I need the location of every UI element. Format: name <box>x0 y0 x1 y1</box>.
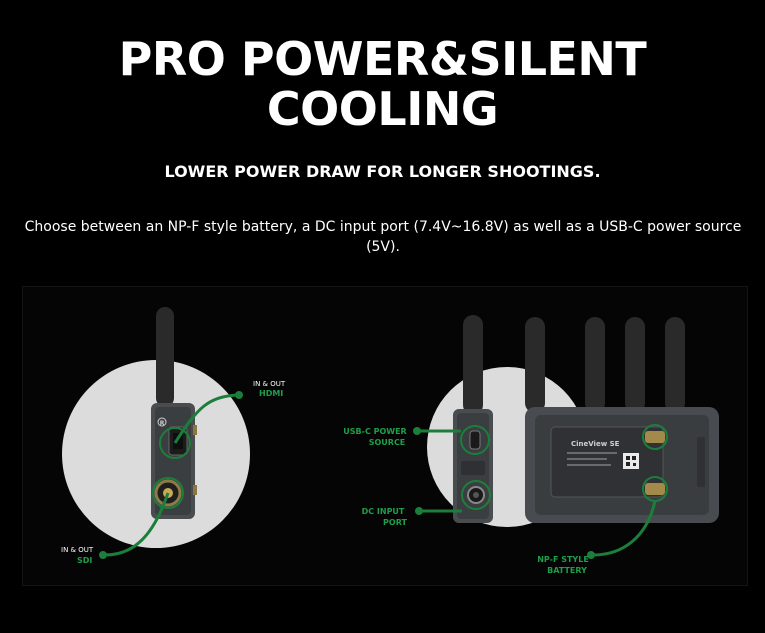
description-line-1: Choose between an NP-F style battery, a … <box>24 219 742 235</box>
hdmi-callout-line <box>173 393 238 444</box>
battery-highlight-ring-top <box>642 424 668 450</box>
qr-block-2 <box>632 456 636 460</box>
hdmi-highlight-ring <box>159 427 191 459</box>
receiver-antenna-4 <box>665 317 685 413</box>
receiver-antenna-1 <box>525 317 545 413</box>
usbc-callout-line-1: USB-C POWER <box>343 427 406 436</box>
receiver-antenna-3 <box>625 317 645 413</box>
sdi-callout-label: SDI <box>77 556 92 565</box>
receiver-antenna-2 <box>585 317 605 413</box>
battery-plate-latch-bottom <box>645 483 665 495</box>
hdmi-callout-dot <box>235 391 243 399</box>
page-subheadline: LOWER POWER DRAW FOR LONGER SHOOTINGS. <box>164 162 601 181</box>
headline-line-2: COOLING <box>266 82 499 136</box>
receiver-label-line-2 <box>567 458 607 460</box>
dc-callout-dot <box>415 507 423 515</box>
receiver-side-grille <box>461 461 485 475</box>
left-side-screw-top <box>193 425 197 435</box>
product-illustration-panel: R IN & OUT HDMI IN & OUT SDI C <box>22 286 748 586</box>
receiver-label-line-1 <box>567 452 617 454</box>
receiver-label-line-3 <box>567 464 611 466</box>
receiver-label-area <box>550 426 664 498</box>
sdi-callout-top: IN & OUT <box>61 546 94 554</box>
left-device-logo <box>157 417 167 427</box>
battery-callout-line-2: BATTERY <box>547 566 587 575</box>
qr-block-4 <box>633 463 636 466</box>
battery-callout-dot <box>587 551 595 559</box>
left-device-mark: R <box>160 420 165 427</box>
left-side-screw-bottom <box>193 485 197 495</box>
qr-block-1 <box>626 456 630 460</box>
headline-line-1: PRO POWER&SILENT <box>118 32 647 86</box>
hdmi-callout-top: IN & OUT <box>253 380 286 388</box>
sdi-callout-dot <box>99 551 107 559</box>
receiver-side-antenna <box>463 315 483 415</box>
usbc-callout-line-2: SOURCE <box>369 438 406 447</box>
hdmi-callout-label: HDMI <box>259 389 283 398</box>
dc-callout-line-1: DC INPUT <box>362 507 405 516</box>
sdi-highlight-ring <box>152 477 184 509</box>
battery-callout-line-1: NP-F STYLE <box>537 555 589 564</box>
qr-block-3 <box>626 462 630 466</box>
product-illustration: R IN & OUT HDMI IN & OUT SDI C <box>61 307 719 575</box>
receiver-brand-label: CineView SE <box>571 440 620 448</box>
battery-callout-line <box>592 500 657 557</box>
page-headline: PRO POWER&SILENT COOLING <box>0 34 765 134</box>
receiver-cert-strip <box>697 437 705 487</box>
usbc-highlight-ring <box>460 425 490 455</box>
dc-input-pin <box>473 492 479 498</box>
page-description: Choose between an NP-F style battery, a … <box>22 217 744 257</box>
dc-callout-line-2: PORT <box>383 518 407 527</box>
left-antenna <box>156 307 174 407</box>
usbc-callout-dot <box>413 427 421 435</box>
battery-plate-latch-top <box>645 431 665 443</box>
sdi-callout-line <box>104 492 170 557</box>
description-line-2: (5V). <box>366 239 400 255</box>
usb-c-port <box>469 430 481 450</box>
dc-highlight-ring <box>461 480 491 510</box>
receiver-qr-code <box>623 453 639 469</box>
